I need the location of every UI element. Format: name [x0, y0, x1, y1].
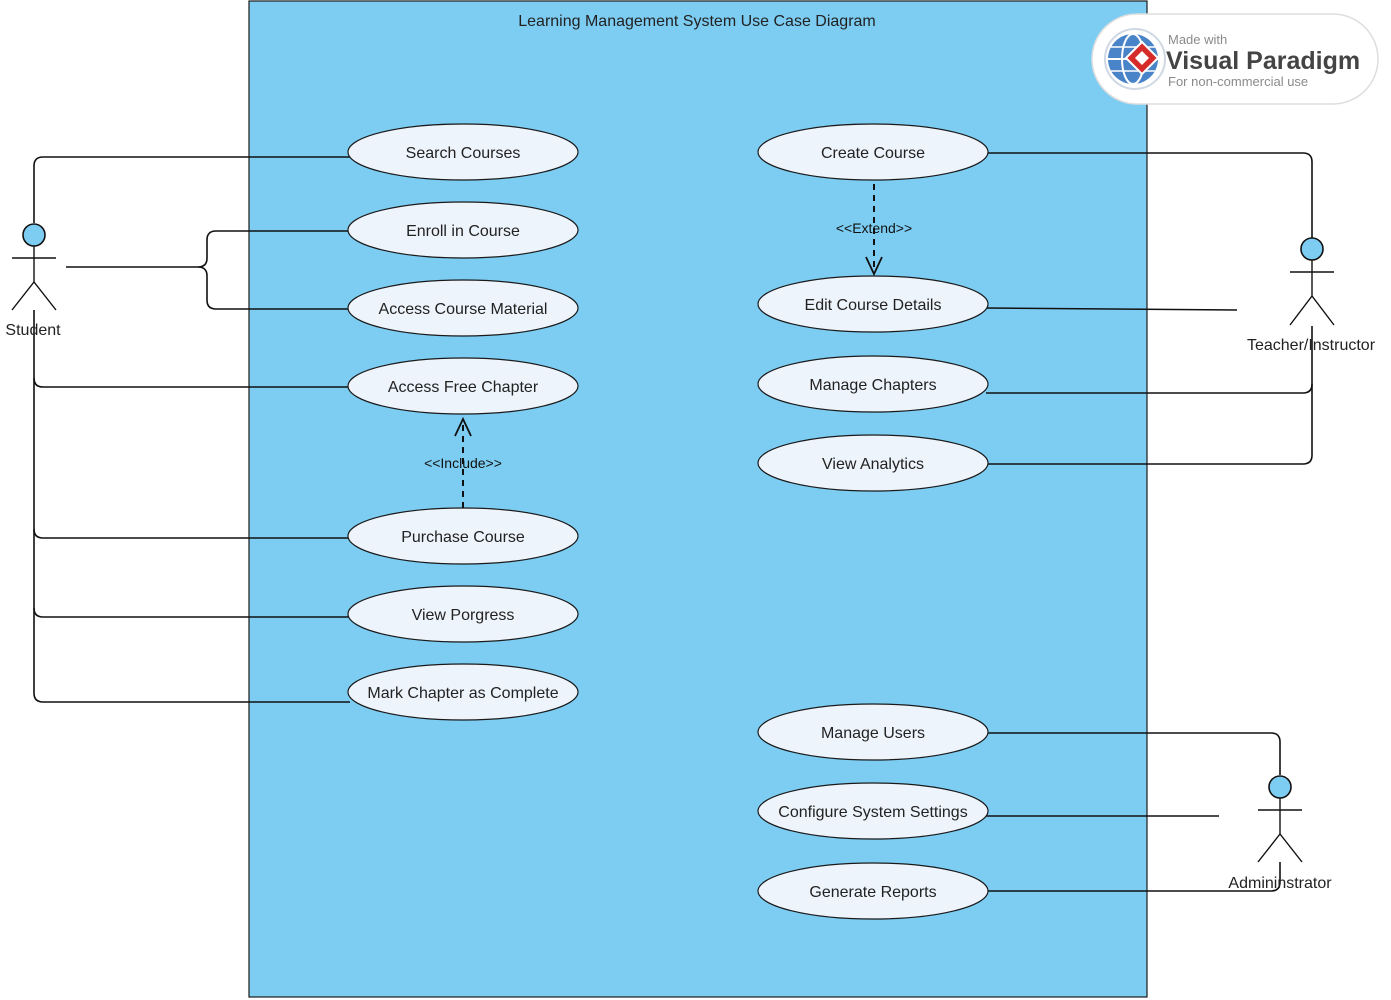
- watermark-pill: [1091, 13, 1379, 105]
- extend-arrowhead: [865, 256, 883, 277]
- use-case-manage-chapters[interactable]: Manage Chapters: [757, 355, 989, 413]
- use-case-create-course[interactable]: Create Course: [757, 123, 989, 181]
- use-case-label: Mark Chapter as Complete: [367, 685, 558, 702]
- watermark-brand: Visual Paradigm: [1166, 47, 1360, 75]
- actor-teacher-label: Teacher/Instructor: [1247, 337, 1376, 354]
- watermark-badge: Made with Visual Paradigm For non-commer…: [1091, 13, 1379, 105]
- assoc-student-search-courses: [33, 156, 372, 223]
- extend-label: <<Extend>>: [836, 220, 912, 236]
- actor-student-label: Student: [5, 322, 61, 339]
- use-case-label: Configure System Settings: [778, 804, 967, 821]
- diagram-title: Learning Management System Use Case Diag…: [518, 13, 876, 30]
- include-relation: <<Include>>: [424, 416, 502, 508]
- actor-student[interactable]: Student: [5, 223, 61, 339]
- use-case-manage-users[interactable]: Manage Users: [757, 703, 989, 761]
- use-case-view-analytics[interactable]: View Analytics: [757, 434, 989, 492]
- use-case-access-free-chapter[interactable]: Access Free Chapter: [347, 357, 579, 415]
- actor-head: [1300, 237, 1324, 261]
- assoc-student-progress: [33, 607, 350, 618]
- use-case-label: Manage Users: [821, 725, 925, 742]
- assoc-student-enroll: [66, 230, 350, 268]
- use-case-mark-chapter-complete[interactable]: Mark Chapter as Complete: [347, 663, 579, 721]
- use-case-label: Manage Chapters: [809, 377, 936, 394]
- actor-admin[interactable]: Admininstrator: [1228, 775, 1332, 892]
- include-label: <<Include>>: [424, 455, 502, 471]
- actor-legs: [11, 280, 57, 311]
- use-case-label: Create Course: [821, 145, 925, 162]
- include-arrowhead: [454, 416, 472, 437]
- actor-legs: [1257, 832, 1303, 863]
- use-case-label: Enroll in Course: [406, 223, 520, 240]
- use-case-edit-course-details[interactable]: Edit Course Details: [757, 275, 989, 333]
- assoc-student-free-chapter: [33, 377, 350, 388]
- assoc-teacher-create-course: [988, 152, 1313, 238]
- use-case-purchase-course[interactable]: Purchase Course: [347, 507, 579, 565]
- watermark-usage: For non-commercial use: [1168, 74, 1308, 89]
- use-case-label: Access Course Material: [379, 301, 548, 318]
- use-case-configure-system-settings[interactable]: Configure System Settings: [757, 782, 989, 840]
- visual-paradigm-logo-icon: [1104, 28, 1166, 90]
- actor-head: [1268, 775, 1292, 799]
- assoc-teacher-view-analytics: [988, 326, 1313, 465]
- use-case-view-progress[interactable]: View Porgress: [347, 585, 579, 643]
- assoc-admin-manage-users: [988, 732, 1281, 775]
- actor-teacher[interactable]: Teacher/Instructor: [1247, 237, 1376, 354]
- student-associations: [33, 156, 372, 703]
- use-case-enroll-in-course[interactable]: Enroll in Course: [347, 201, 579, 259]
- use-case-label: View Porgress: [412, 607, 515, 624]
- assoc-teacher-edit-course: [985, 307, 1238, 311]
- actor-head: [22, 223, 46, 247]
- use-case-label: Edit Course Details: [805, 297, 942, 314]
- use-case-label: Generate Reports: [809, 884, 936, 901]
- use-case-label: View Analytics: [822, 456, 924, 473]
- assoc-student-trunk: [33, 310, 350, 703]
- assoc-admin-generate-reports: [988, 862, 1281, 892]
- use-case-label: Search Courses: [406, 145, 521, 162]
- teacher-associations: [985, 152, 1313, 465]
- use-case-label: Purchase Course: [401, 529, 525, 546]
- admin-associations: [986, 732, 1281, 892]
- actor-admin-label: Admininstrator: [1228, 875, 1332, 892]
- use-case-generate-reports[interactable]: Generate Reports: [757, 862, 989, 920]
- assoc-student-access-material: [197, 266, 350, 310]
- use-case-label: Access Free Chapter: [388, 379, 539, 396]
- assoc-student-purchase: [33, 528, 350, 539]
- extend-relation: <<Extend>>: [836, 184, 912, 277]
- watermark-made-with: Made with: [1168, 32, 1227, 47]
- use-case-search-courses[interactable]: Search Courses: [347, 123, 579, 181]
- assoc-teacher-manage-chapters: [986, 383, 1313, 394]
- use-case-access-course-material[interactable]: Access Course Material: [347, 279, 579, 337]
- actor-legs: [1289, 294, 1335, 326]
